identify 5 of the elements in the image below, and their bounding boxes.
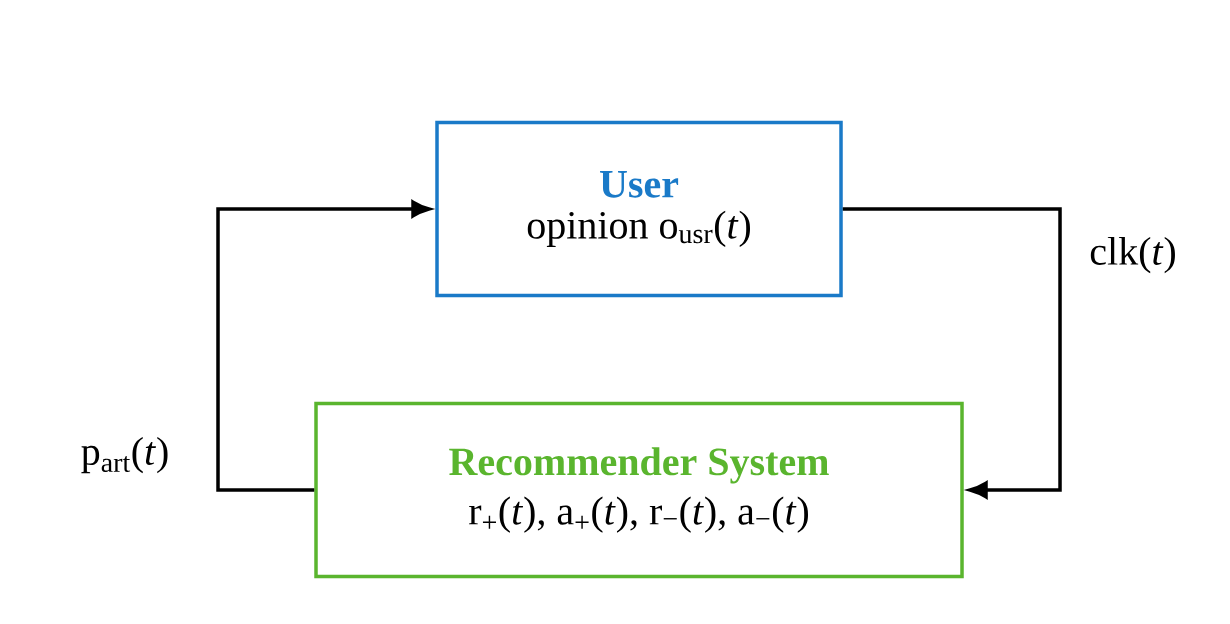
edge-label: clk(t) [1087, 234, 1179, 276]
arrow [842, 207, 1062, 499]
edge-label: p$_{art}$(t) [78, 434, 172, 476]
box: User opinion o$_{usr}$(t) [435, 120, 843, 298]
box: Recommender System r$_{+}$(t), a$_{+}$(t), r$_{−}$(t), a$_{−}$(t) [314, 401, 964, 579]
